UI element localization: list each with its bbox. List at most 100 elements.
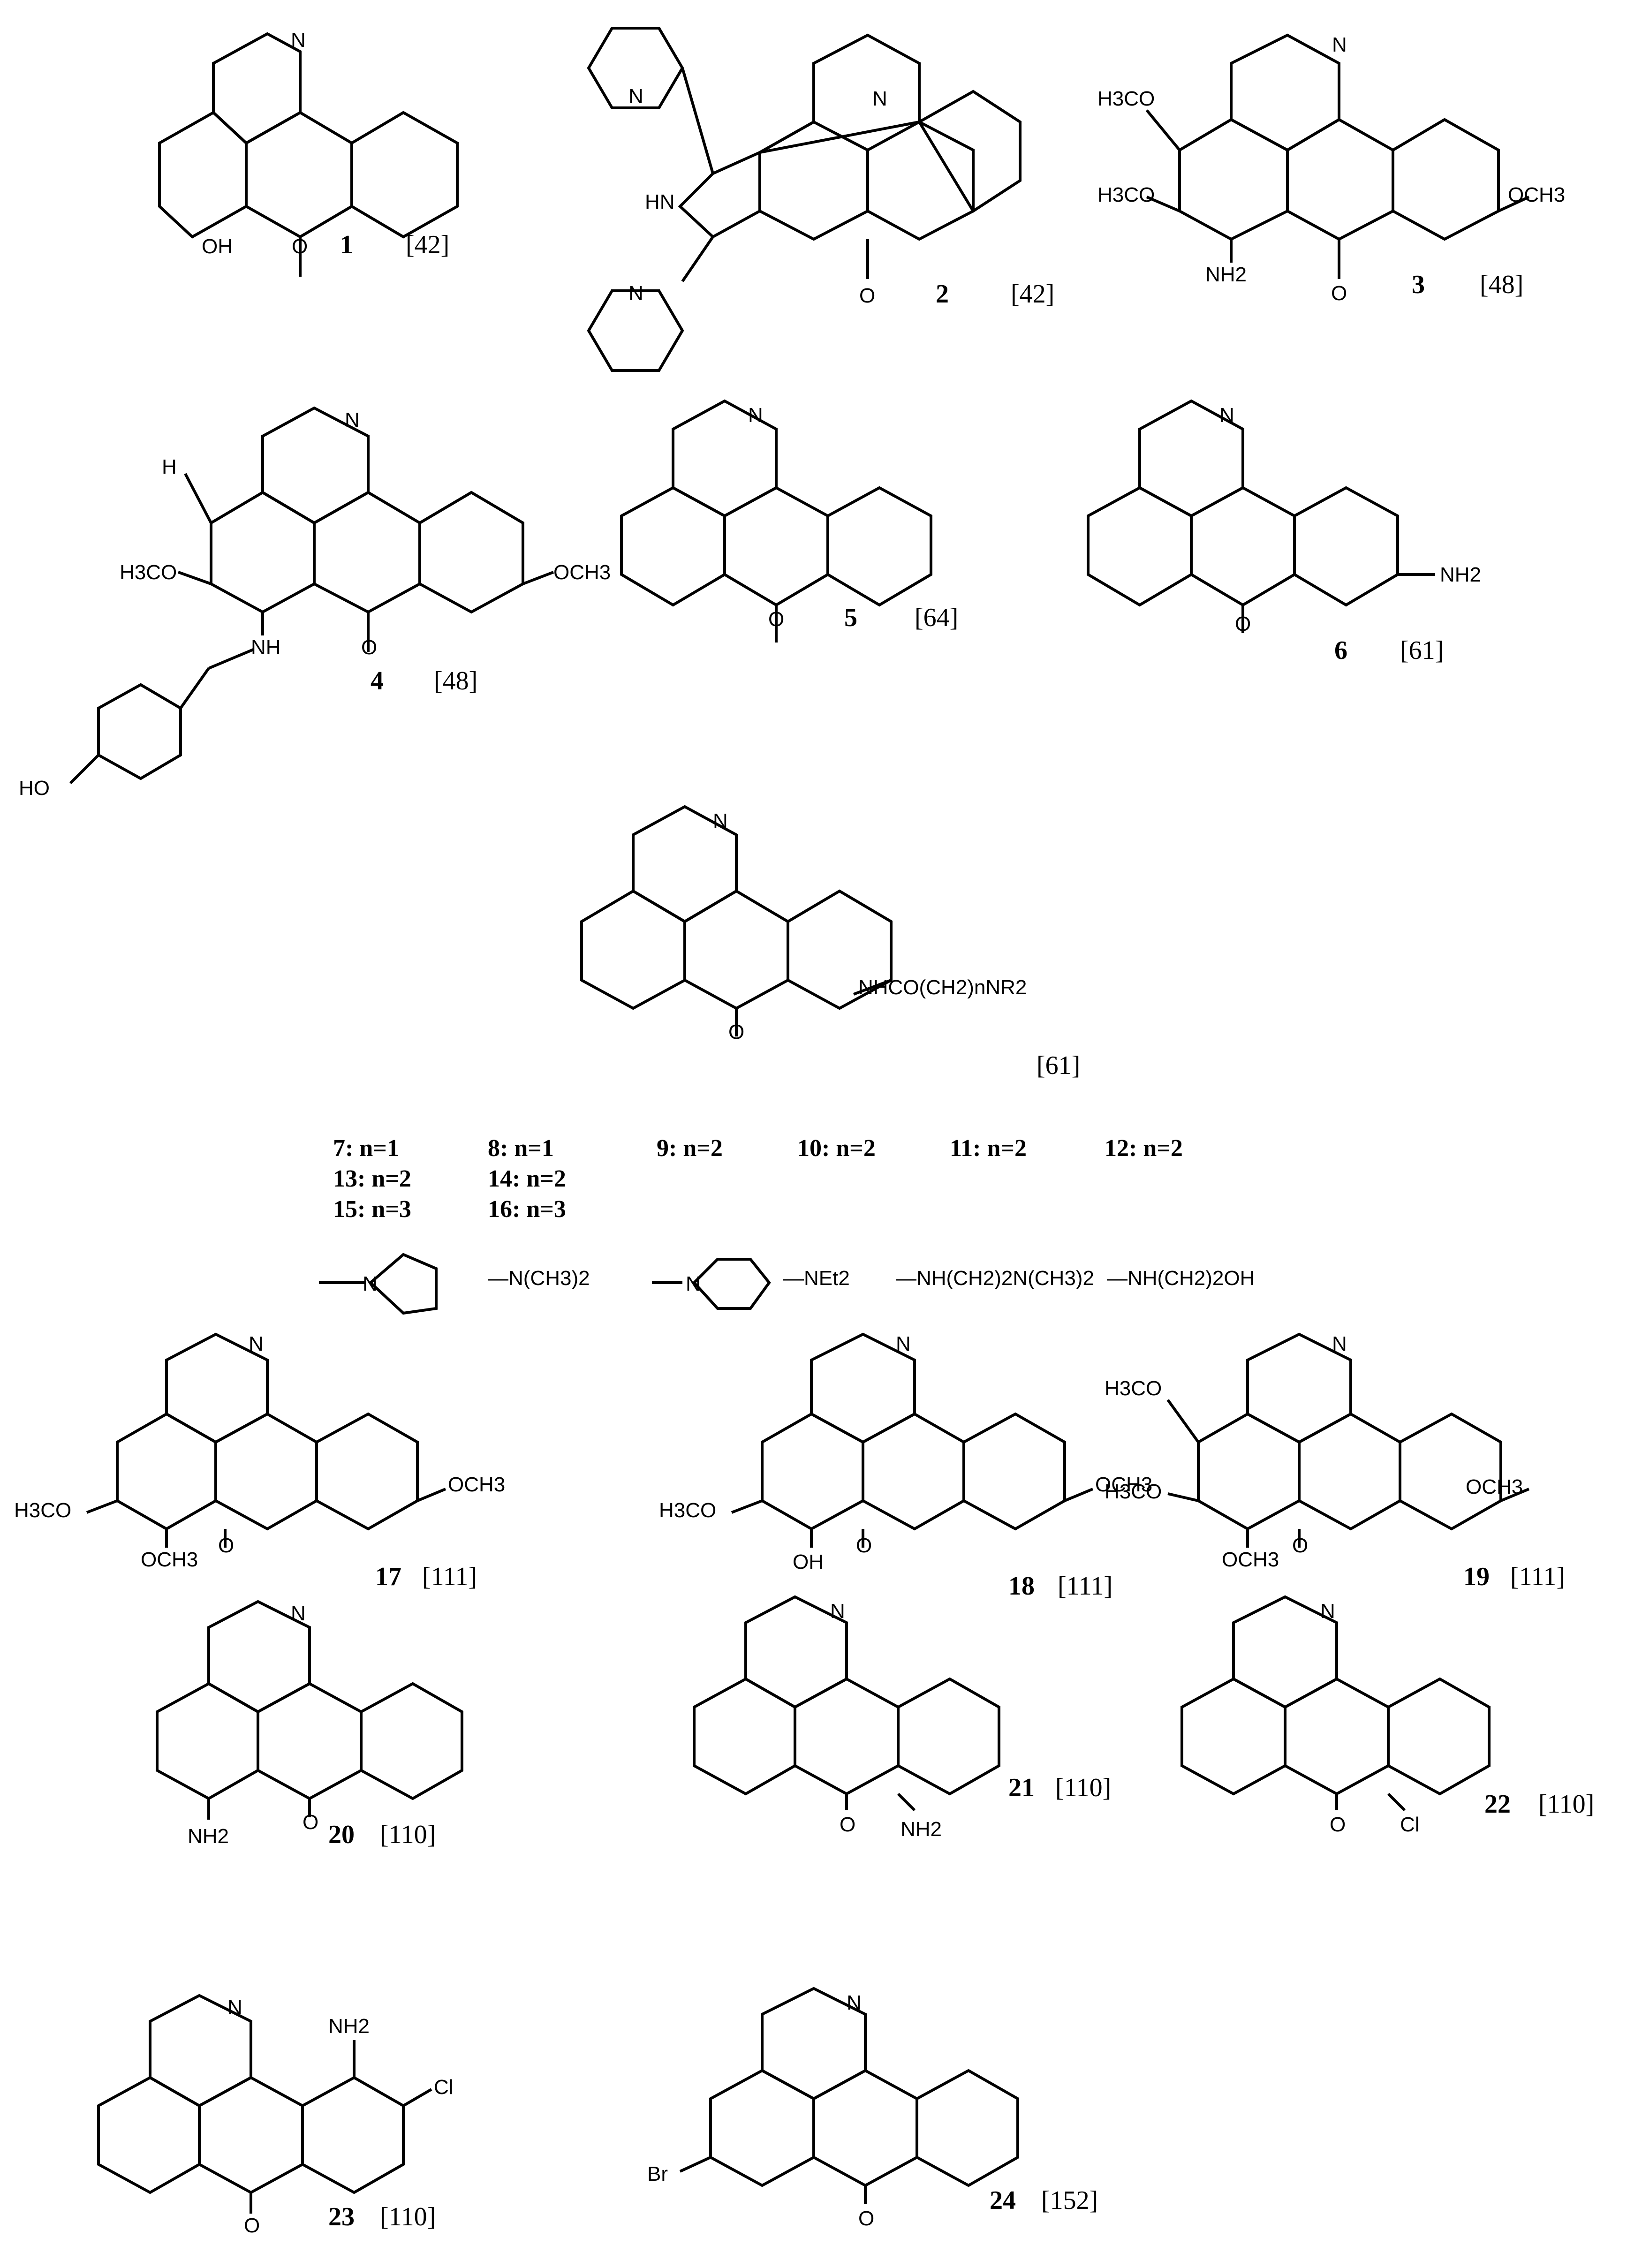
- o-label: O: [840, 1813, 855, 1836]
- reference: [64]: [915, 603, 958, 632]
- hydroxy-label: OH: [793, 1550, 824, 1573]
- ring: [693, 1677, 796, 1796]
- series-entry: 13: n=2: [333, 1165, 411, 1192]
- compound-number: 5: [844, 603, 857, 632]
- n-label: N: [291, 1602, 306, 1625]
- reference: [111]: [422, 1562, 477, 1591]
- bromo-label: Br: [647, 2162, 668, 2185]
- ring: [1293, 486, 1399, 607]
- n-label: N: [227, 1996, 242, 2019]
- compound-2: N N HN N O 2 [42]: [587, 27, 1054, 372]
- series-entry: 8: n=1: [488, 1135, 554, 1162]
- n-label: N: [628, 85, 643, 108]
- ring: [1298, 1412, 1401, 1531]
- reference: [111]: [1510, 1562, 1565, 1591]
- reference: [110]: [380, 1820, 436, 1849]
- compound-17: N H3CO OCH3 OCH3 O 17 [111]: [14, 1332, 505, 1591]
- methoxy-label: H3CO: [1097, 87, 1155, 110]
- series-entry: 12: n=2: [1105, 1135, 1183, 1162]
- o-label: O: [858, 2207, 874, 2230]
- ring: [156, 1682, 259, 1800]
- amino-label: NH2: [328, 2015, 370, 2038]
- ring: [862, 1412, 965, 1531]
- ring: [116, 1412, 217, 1531]
- ring: [350, 111, 459, 239]
- compound-number: 17: [375, 1562, 401, 1591]
- svg-text:N: N: [686, 1272, 701, 1295]
- compound-number: 20: [328, 1820, 355, 1849]
- reference: [110]: [380, 2202, 436, 2231]
- o-label: O: [361, 636, 377, 659]
- ring: [1181, 1677, 1286, 1796]
- series-entry: 9: n=2: [657, 1135, 723, 1162]
- o-label: O: [1292, 1534, 1308, 1557]
- compound-20: N NH2 O 20 [110]: [156, 1600, 463, 1849]
- compound-number: 19: [1463, 1562, 1490, 1591]
- n-label: N: [291, 29, 306, 52]
- ring: [257, 1682, 363, 1800]
- ring: [97, 2076, 201, 2194]
- chloro-label: Cl: [434, 2076, 454, 2099]
- ring: [212, 32, 302, 145]
- o-label: O: [303, 1811, 318, 1834]
- methoxy-label: H3CO: [659, 1499, 716, 1522]
- methoxy-label: H3CO: [1105, 1480, 1162, 1503]
- methoxy-label: H3CO: [1105, 1377, 1162, 1400]
- n-label: N: [1320, 1600, 1335, 1623]
- compound-number: 4: [371, 666, 384, 696]
- o-label: O: [728, 1021, 744, 1043]
- ring: [301, 2076, 405, 2194]
- hn-label: HN: [645, 190, 675, 213]
- reference: [42]: [406, 230, 449, 259]
- ring: [962, 1412, 1066, 1531]
- n-label: N: [345, 408, 360, 431]
- compound-4: N H H3CO OCH3 NH O HO 4 [48]: [19, 406, 611, 800]
- methoxy-label: OCH3: [1466, 1475, 1523, 1498]
- o-label: O: [856, 1534, 872, 1557]
- ring: [418, 491, 524, 614]
- methoxy-label: OCH3: [141, 1548, 198, 1571]
- compound-number: 21: [1008, 1773, 1035, 1802]
- reference: [111]: [1058, 1572, 1112, 1601]
- series-table: 7: n=1 8: n=1 9: n=2 10: n=2 11: n=2 12:…: [319, 1135, 1255, 1315]
- compound-18: N H3CO OCH3 OH O 18 [111]: [659, 1332, 1152, 1601]
- ring: [1178, 118, 1289, 241]
- compound-number: 6: [1334, 636, 1347, 665]
- o-label: O: [859, 284, 875, 307]
- compound-number: 23: [328, 2202, 355, 2231]
- pyrrole-ring: [678, 150, 761, 239]
- ring: [1284, 1677, 1390, 1796]
- phenol-ring: [97, 683, 182, 780]
- ring: [210, 491, 316, 614]
- methoxy-label: H3CO: [120, 561, 177, 584]
- ring: [709, 2069, 815, 2187]
- methoxy-label: H3CO: [1097, 183, 1155, 206]
- compound-number: 2: [936, 280, 949, 309]
- o-label: O: [1330, 1813, 1346, 1836]
- methoxy-label: H3CO: [14, 1499, 71, 1522]
- methoxy-label: OCH3: [1095, 1473, 1152, 1496]
- reference: [110]: [1055, 1773, 1111, 1802]
- ring: [1286, 118, 1394, 241]
- piperidine-substituent: N: [652, 1258, 771, 1310]
- reference: [48]: [434, 666, 477, 696]
- reference: [110]: [1538, 1790, 1594, 1819]
- n-label: N: [896, 1332, 911, 1355]
- reference: [152]: [1041, 2186, 1098, 2215]
- ring: [723, 486, 829, 607]
- ring: [580, 889, 686, 1010]
- compound-3: N H3CO H3CO NH2 OCH3 O 3 [48]: [1097, 33, 1565, 305]
- n-label: N: [713, 809, 728, 832]
- n-label: N: [748, 404, 763, 427]
- ring: [917, 90, 1022, 213]
- amino-label: NH2: [1205, 263, 1247, 286]
- ring: [897, 1677, 1000, 1796]
- ring: [1399, 1412, 1502, 1531]
- n-label: N: [249, 1332, 264, 1355]
- reference: [61]: [1400, 636, 1444, 665]
- amino-label: NH2: [901, 1818, 942, 1841]
- ring: [313, 491, 421, 614]
- compound-24: N Br O 24 [152]: [647, 1987, 1098, 2230]
- compound-23: N NH2 Cl O 23 [110]: [97, 1994, 454, 2237]
- series-entry: 10: n=2: [797, 1135, 876, 1162]
